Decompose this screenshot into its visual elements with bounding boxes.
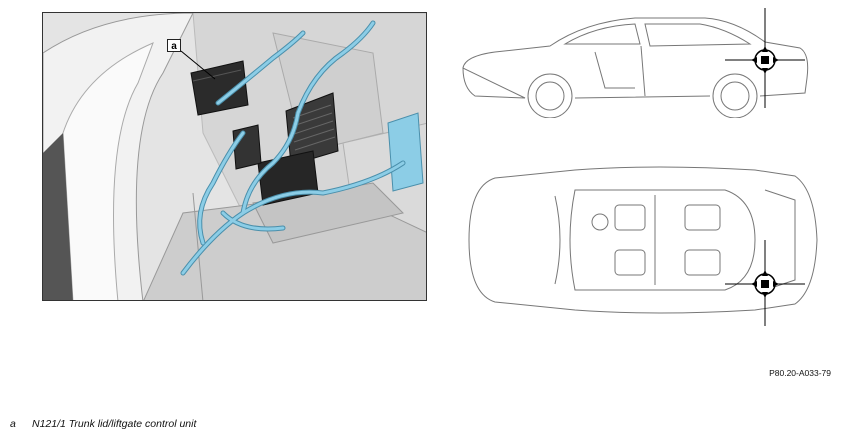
trunk-interior-drawing — [43, 13, 426, 300]
vehicle-side-view — [455, 8, 831, 119]
legend-item-text: N121/1 Trunk lid/liftgate control unit — [32, 418, 197, 430]
location-marker-square-icon — [761, 280, 769, 288]
legend-item: a N121/1 Trunk lid/liftgate control unit — [10, 418, 196, 430]
location-crosshair-icon — [725, 8, 805, 108]
vehicle-top-view — [455, 150, 831, 330]
legend-item-key: a — [10, 418, 16, 430]
trunk-detail-illustration: a — [42, 12, 427, 301]
location-marker-square-icon — [761, 56, 769, 64]
location-crosshair-icon — [725, 240, 805, 326]
legend: a N121/1 Trunk lid/liftgate control unit — [10, 418, 196, 430]
figure-identifier: P80.20-A033-79 — [769, 368, 831, 378]
callout-label-a: a — [167, 39, 181, 52]
